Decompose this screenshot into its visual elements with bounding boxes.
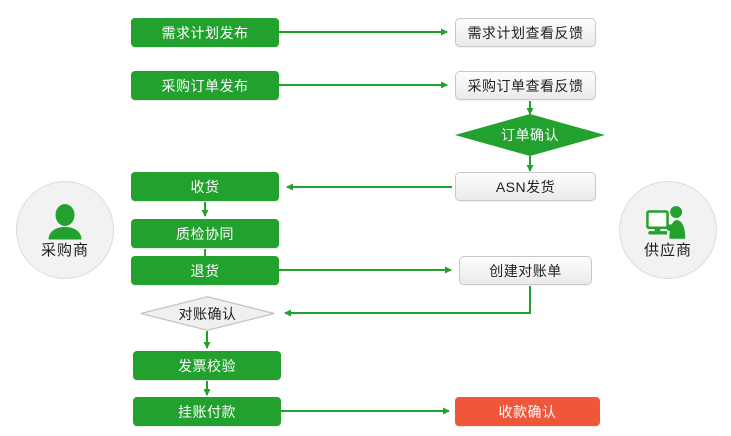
node-return-goods[interactable]: 退货 bbox=[131, 256, 279, 285]
actor-supplier[interactable]: 供应商 bbox=[619, 181, 717, 279]
node-quality-collab[interactable]: 质检协同 bbox=[131, 219, 279, 248]
node-label: 创建对账单 bbox=[489, 262, 562, 279]
node-label: 收货 bbox=[190, 178, 220, 195]
node-payment-posting[interactable]: 挂账付款 bbox=[133, 397, 281, 426]
node-label: 对账确认 bbox=[178, 305, 237, 322]
node-create-statement[interactable]: 创建对账单 bbox=[459, 256, 592, 285]
node-receipt-confirm[interactable]: 收款确认 bbox=[455, 397, 600, 426]
node-label: 采购订单发布 bbox=[161, 77, 249, 94]
node-label: 挂账付款 bbox=[178, 403, 236, 420]
node-order-confirm[interactable]: 订单确认 bbox=[455, 114, 605, 156]
node-goods-receipt[interactable]: 收货 bbox=[131, 172, 279, 201]
node-po-feedback[interactable]: 采购订单查看反馈 bbox=[455, 71, 596, 100]
edge-statement-to-confirm bbox=[284, 286, 531, 317]
person-at-computer-icon bbox=[646, 202, 690, 242]
node-label: 采购订单查看反馈 bbox=[467, 77, 584, 94]
actor-buyer[interactable]: 采购商 bbox=[16, 181, 114, 279]
node-label: 订单确认 bbox=[501, 127, 559, 143]
person-icon bbox=[43, 202, 87, 242]
node-label: ASN发货 bbox=[495, 178, 556, 195]
node-invoice-verify[interactable]: 发票校验 bbox=[133, 351, 281, 380]
node-asn-shipment[interactable]: ASN发货 bbox=[455, 172, 596, 201]
node-demand-plan-publish[interactable]: 需求计划发布 bbox=[131, 18, 279, 47]
node-label: 退货 bbox=[190, 262, 220, 279]
node-statement-confirm[interactable]: 对账确认 bbox=[140, 296, 275, 331]
node-label: 发票校验 bbox=[178, 357, 236, 374]
actor-supplier-label: 供应商 bbox=[643, 242, 692, 259]
node-label: 需求计划查看反馈 bbox=[467, 24, 584, 41]
node-label: 需求计划发布 bbox=[161, 24, 249, 41]
node-label: 质检协同 bbox=[176, 225, 234, 242]
node-label: 收款确认 bbox=[498, 403, 557, 420]
node-po-publish[interactable]: 采购订单发布 bbox=[131, 71, 279, 100]
actor-buyer-label: 采购商 bbox=[40, 242, 89, 259]
node-demand-plan-feedback[interactable]: 需求计划查看反馈 bbox=[455, 18, 596, 47]
